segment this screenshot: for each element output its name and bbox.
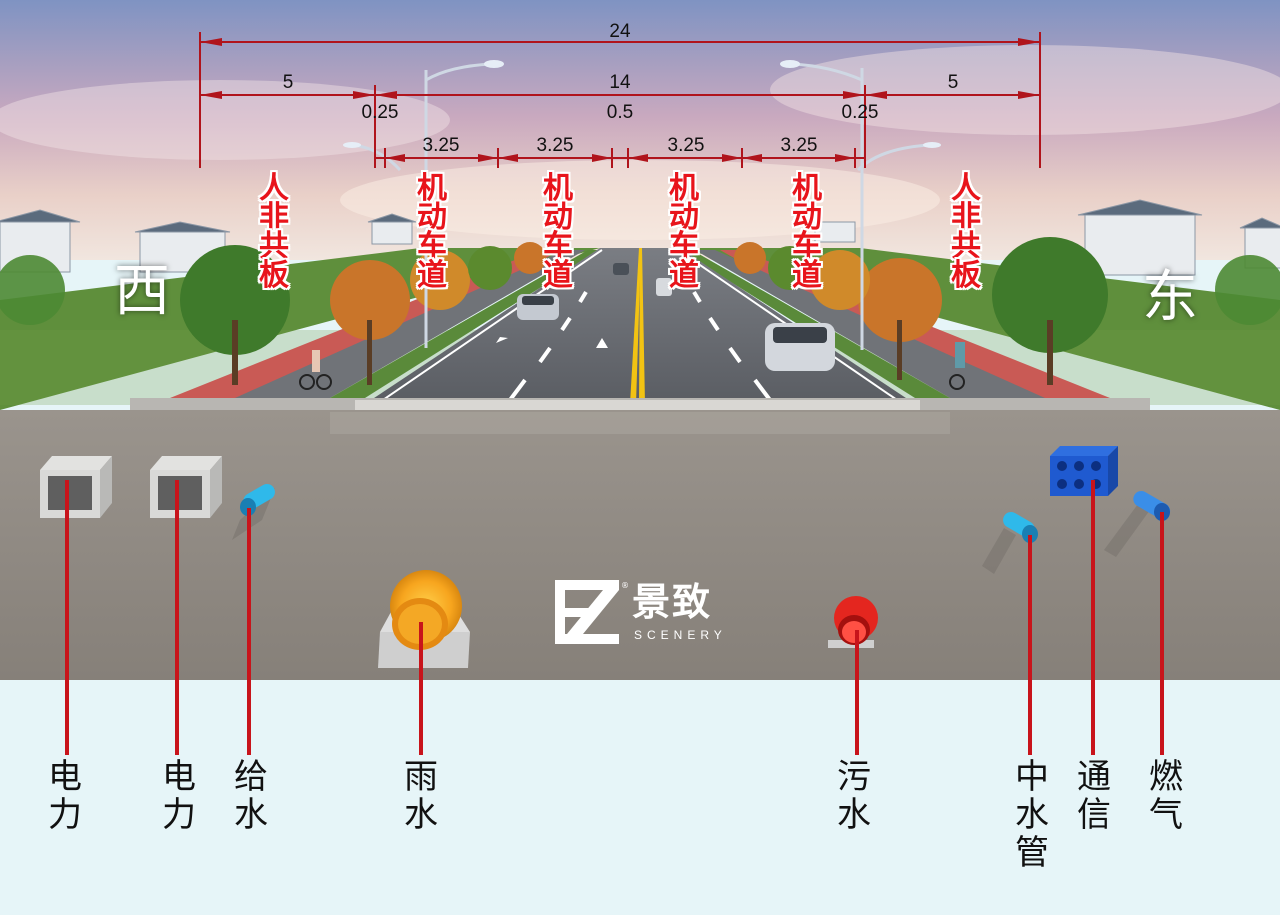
dimension-right-sidewalk: 5	[947, 72, 959, 93]
utility-label-power-2: 电力	[162, 757, 196, 835]
utility-label-sewage: 污水	[837, 757, 871, 835]
lane-label-motor-2: 机动车道	[543, 171, 573, 293]
brand-name: 景致	[632, 580, 713, 624]
dimension-total-width: 24	[609, 21, 631, 42]
direction-west-label: 西	[114, 259, 170, 324]
utility-label-rainwater: 雨水	[404, 757, 438, 835]
dimension-median: 0.5	[606, 102, 634, 123]
lane-label-motor-4: 机动车道	[792, 171, 822, 293]
lane-label-shared-left: 人非共板	[259, 171, 289, 293]
utility-label-telecom: 通信	[1077, 757, 1111, 835]
dimension-left-buffer: 0.25	[361, 102, 399, 123]
direction-east-label: 东	[1142, 265, 1198, 330]
utility-label-reclaimed-water: 中水管	[1015, 757, 1049, 873]
utility-label-water-supply: 给水	[234, 757, 268, 835]
utility-label-power-1: 电力	[48, 757, 82, 835]
brand-subtitle: SCENERY	[634, 628, 727, 642]
svg-text:®: ®	[621, 581, 629, 590]
dimension-lane-1: 3.25	[422, 135, 460, 156]
lane-label-motor-1: 机动车道	[417, 171, 447, 293]
dimension-lane-3: 3.25	[667, 135, 705, 156]
dimension-lane-2: 3.25	[536, 135, 574, 156]
lane-label-shared-right: 人非共板	[951, 171, 981, 293]
scenery-logo-icon: ®	[555, 580, 629, 644]
dimension-lane-4: 3.25	[780, 135, 818, 156]
dimension-right-buffer: 0.25	[841, 102, 879, 123]
dimension-left-sidewalk: 5	[282, 72, 294, 93]
lane-label-motor-3: 机动车道	[669, 171, 699, 293]
dimension-carriageway: 14	[609, 72, 631, 93]
utility-label-gas: 燃气	[1149, 757, 1183, 835]
